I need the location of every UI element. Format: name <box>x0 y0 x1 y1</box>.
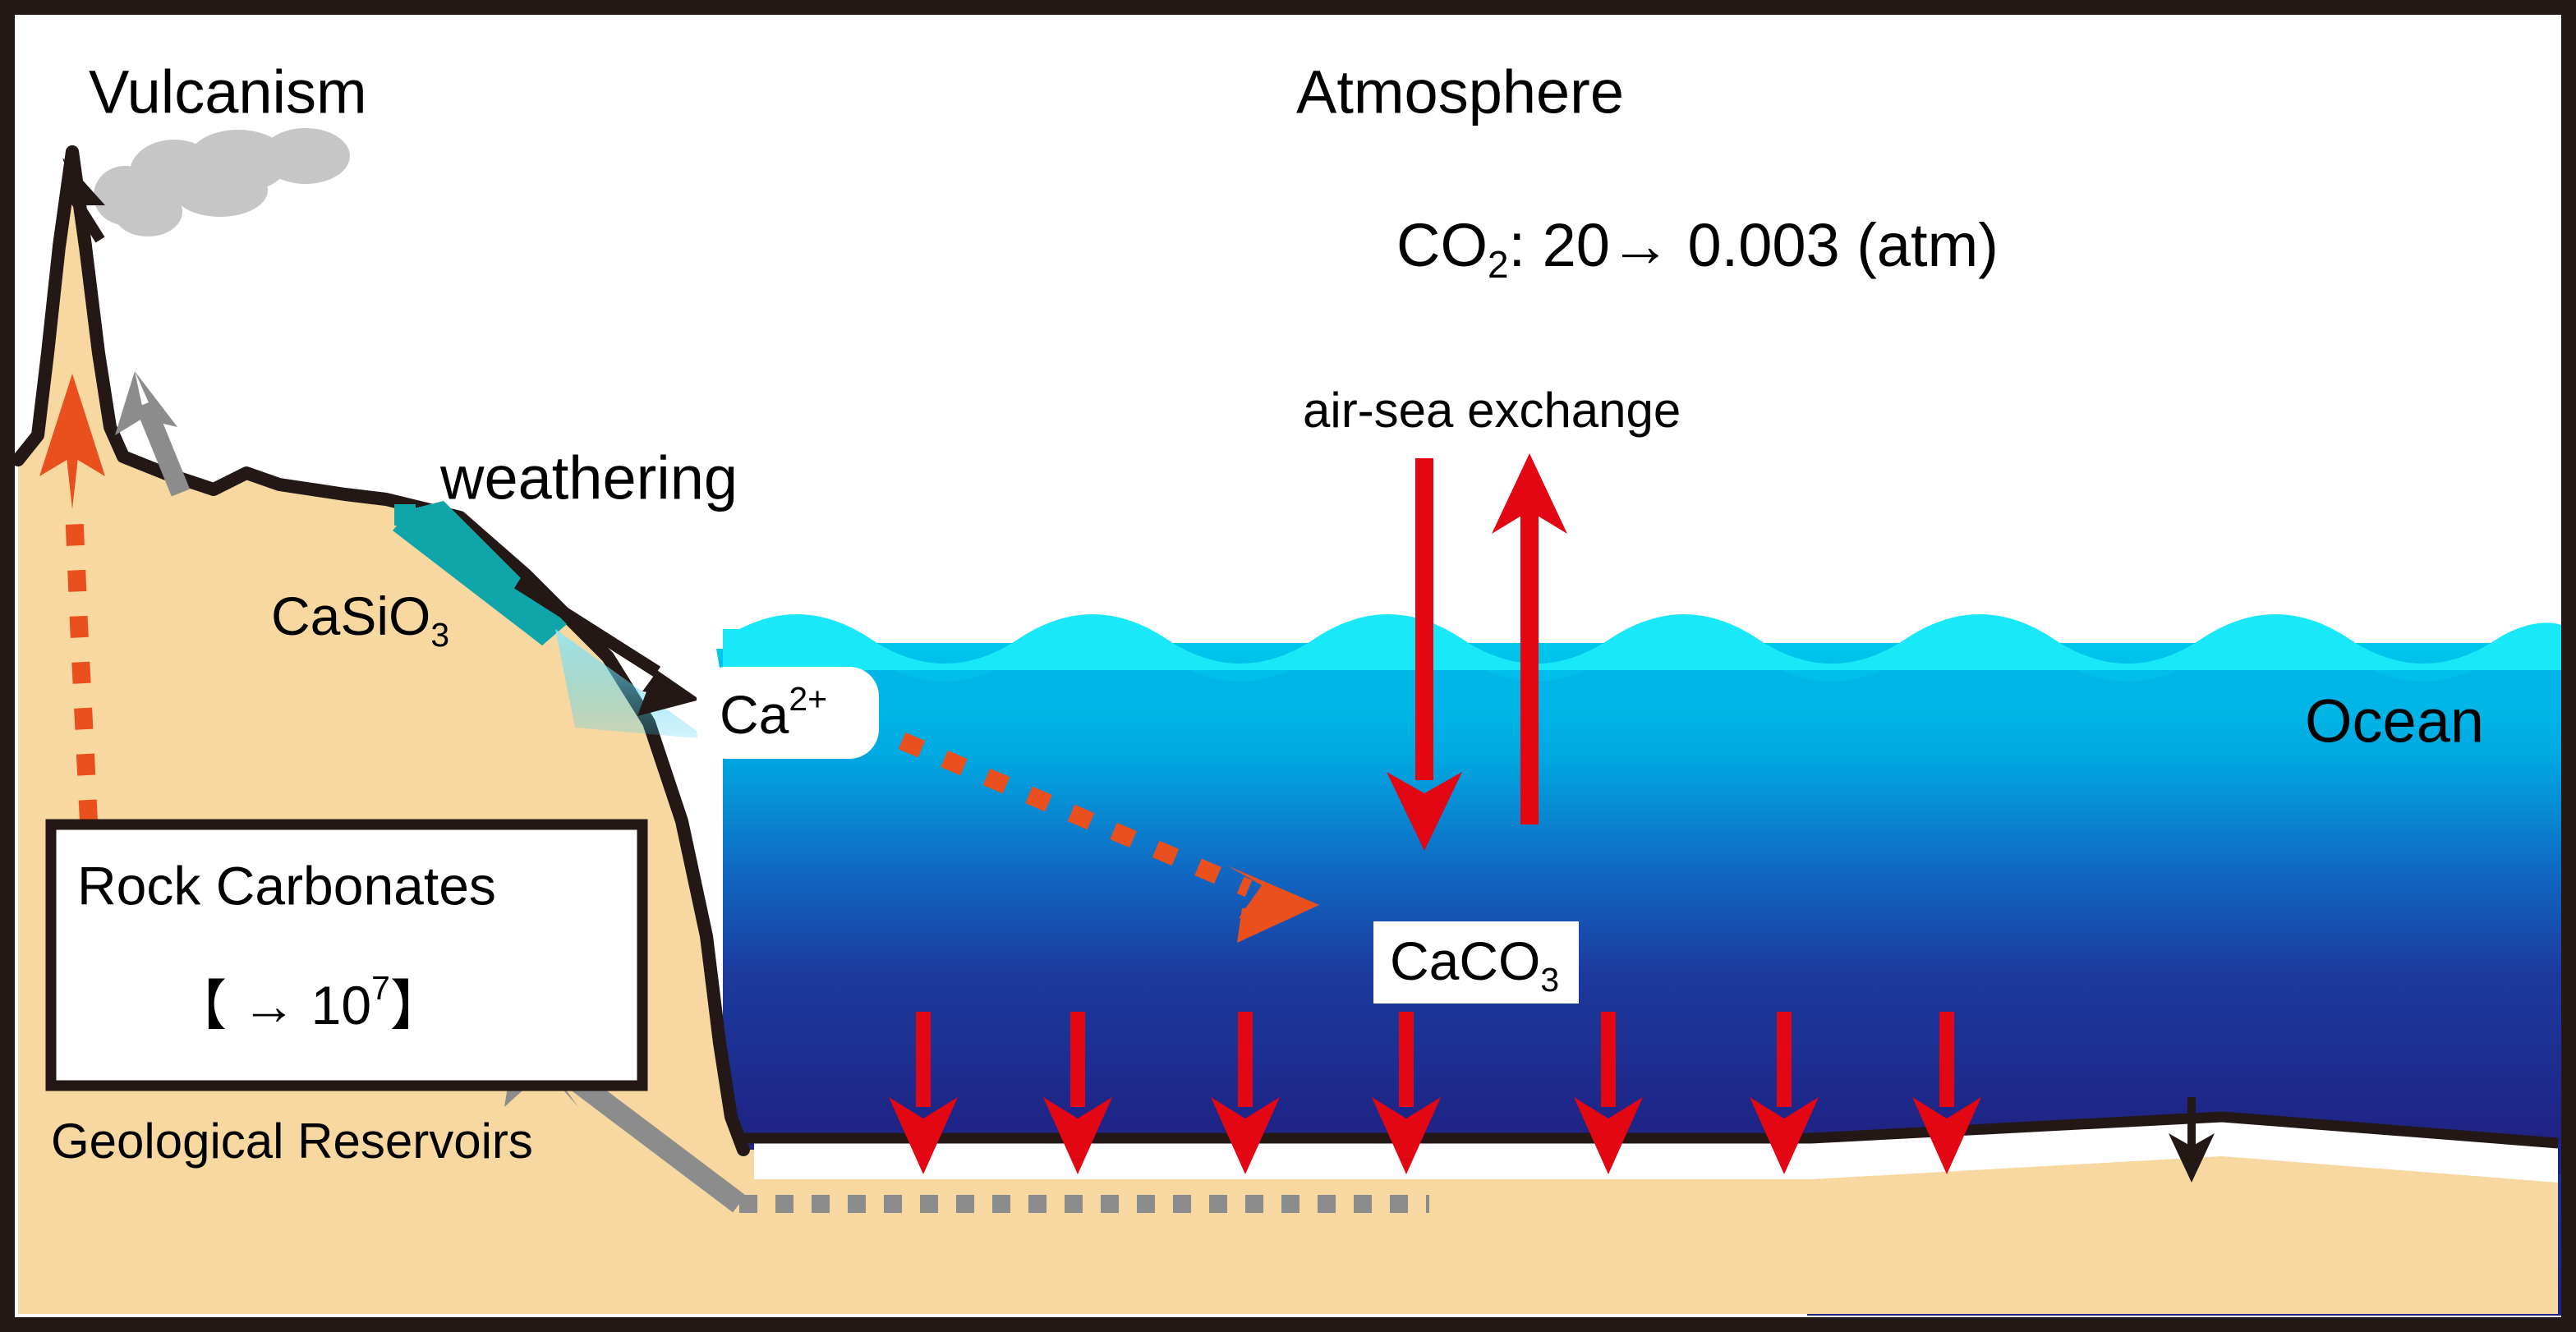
outgassing-arrow <box>62 158 105 243</box>
uplift-arrow <box>115 371 191 497</box>
caco3-label: CaCO3 <box>1390 930 1559 998</box>
vulcanism-flux-arrow <box>39 374 105 822</box>
rock-carbonates-title: Rock Carbonates <box>77 855 496 916</box>
geological-reservoirs-label: Geological Reservoirs <box>51 1114 533 1169</box>
volcano-smoke-plume <box>94 128 350 237</box>
ca-ion-badge: Ca2+ <box>697 667 879 759</box>
caco3-box: CaCO3 <box>1373 921 1579 1004</box>
atmosphere-label: Atmosphere <box>1296 58 1624 126</box>
carbonate-precipitation-arrow <box>898 732 1319 943</box>
weathering-band <box>393 501 567 645</box>
air-sea-exchange-down-arrow <box>1387 458 1462 851</box>
seafloor-carbonate-sediment <box>743 1111 2559 1183</box>
weathering-splash <box>555 629 708 739</box>
air-sea-exchange-label: air-sea exchange <box>1303 383 1681 438</box>
casio3-label: CaSiO3 <box>271 586 449 653</box>
deep-deposition-arrow <box>2169 1097 2215 1183</box>
weathering-label: weathering <box>439 444 738 512</box>
vulcanism-label: Vulcanism <box>89 58 367 126</box>
weathering-arrow <box>513 577 700 716</box>
rock-carbonates-value: 【 → 107】 <box>172 969 444 1036</box>
ocean-label: Ocean <box>2305 687 2484 756</box>
ca-ion-label: Ca2+ <box>720 680 827 746</box>
rock-carbonates-box: Rock Carbonates 【 → 107】 <box>45 819 648 1091</box>
ocean-body <box>716 643 2561 1316</box>
air-sea-exchange-up-arrow <box>1492 453 1567 824</box>
co2-concentration-label: CO2: 20→ 0.003 (atm) <box>1396 211 1999 287</box>
caco3-settling-arrows <box>889 1012 1981 1174</box>
